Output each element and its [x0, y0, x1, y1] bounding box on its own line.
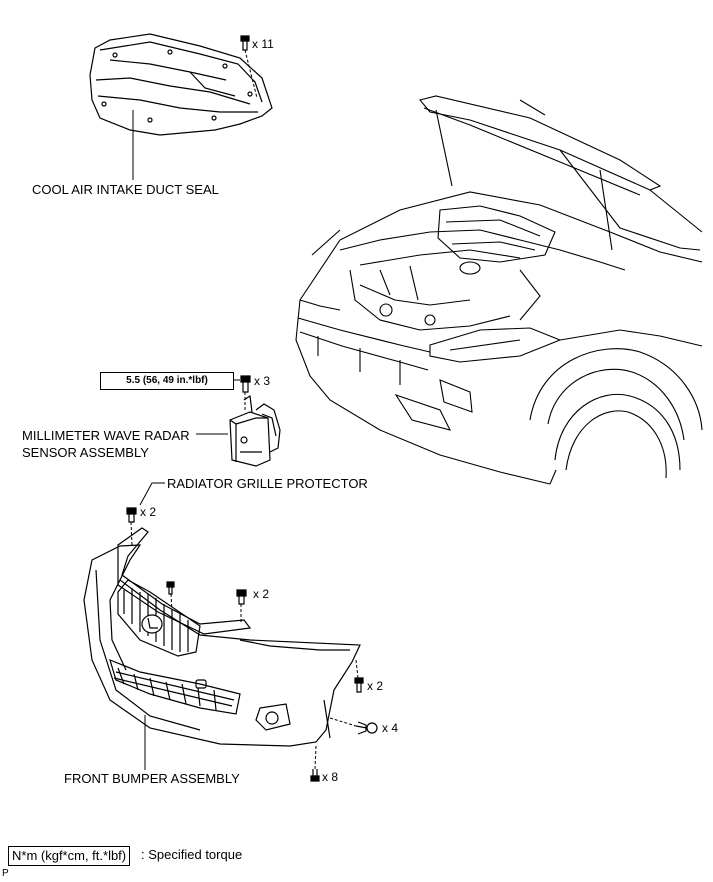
bumper-upper-clip-icon [237, 590, 246, 604]
bumper-side-bolt-icon [356, 722, 377, 734]
radar-sensor-drawing [230, 396, 280, 466]
bumper-lower-clip-icon [311, 769, 319, 781]
radiator-grille-protector-label: RADIATOR GRILLE PROTECTOR [167, 476, 368, 491]
page-mark: P [2, 868, 9, 879]
bumper-side-screw-icon [355, 678, 363, 692]
bumper-upper-clip-count: x 2 [253, 587, 270, 601]
cool-air-intake-duct-seal-label: COOL AIR INTAKE DUCT SEAL [32, 182, 219, 197]
front-bumper-drawing [84, 528, 360, 746]
radar-bolt-icon [241, 376, 250, 392]
millimeter-wave-radar-label-line2: SENSOR ASSEMBLY [22, 445, 149, 460]
bumper-side-screw-count: x 2 [367, 679, 384, 693]
front-bumper-assembly-label: FRONT BUMPER ASSEMBLY [64, 771, 240, 786]
millimeter-wave-radar-label-line1: MILLIMETER WAVE RADAR [22, 428, 190, 443]
cool-air-intake-duct-seal-drawing [90, 34, 272, 135]
torque-legend-description: : Specified torque [141, 847, 243, 862]
grille-protector-clip-count: x 2 [140, 505, 157, 519]
duct-seal-clip-count: x 11 [252, 37, 274, 51]
bumper-side-bolt-count: x 4 [382, 721, 399, 735]
grille-protector-clip-icon [127, 508, 136, 522]
torque-unit-legend-box: N*m (kgf*cm, ft.*lbf) [8, 846, 131, 866]
radar-torque-spec: 5.5 (56, 49 in.*lbf) [100, 372, 234, 390]
duct-seal-clip-icon [241, 36, 249, 50]
vehicle-front-drawing [296, 96, 702, 484]
bumper-upper-small-clip-icon [167, 582, 174, 594]
radar-bolt-count: x 3 [254, 374, 271, 388]
bumper-lower-clip-count: x 8 [322, 770, 339, 784]
